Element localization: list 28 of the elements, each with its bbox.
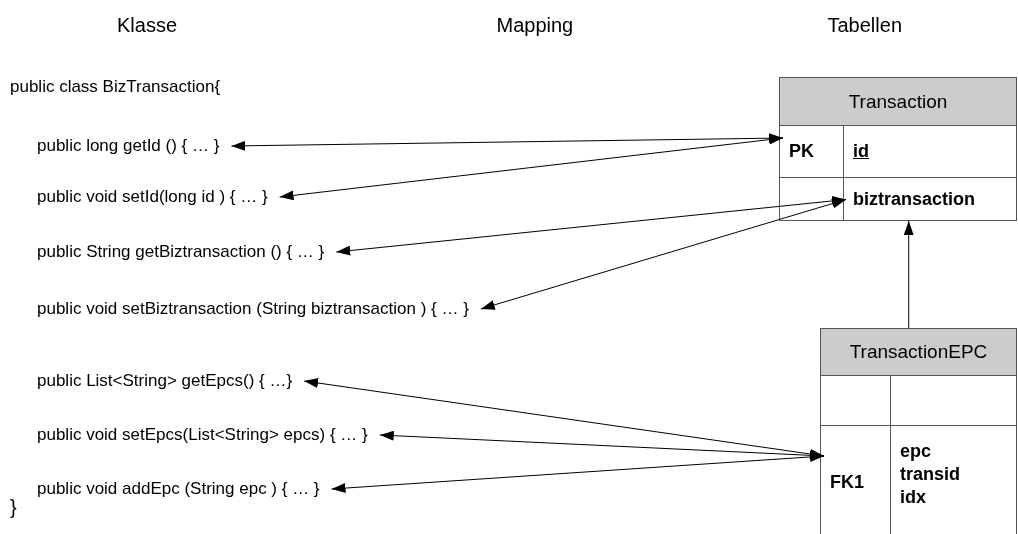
arrow <box>903 220 914 329</box>
double-arrow <box>230 133 784 151</box>
column-heading: Tabellen <box>827 14 902 37</box>
double-arrow <box>331 451 825 494</box>
table-box <box>779 77 1017 221</box>
column-heading: Klasse <box>117 14 178 37</box>
method-signature: public void setEpcs(List<String> epcs) { … } <box>37 425 368 445</box>
method-signature: public void setId(long id ) { … } <box>37 187 268 207</box>
table-header: Transaction <box>780 78 1016 126</box>
key-label: PK <box>789 141 814 162</box>
column-name: id <box>853 141 869 162</box>
method-signature: public void addEpc (String epc ) { … } <box>37 479 320 499</box>
class-declaration: public class BizTransaction{ <box>10 77 221 97</box>
column-name: biztransaction <box>853 189 976 210</box>
method-signature: public void setBiztransaction (String biztransaction ) { … } <box>37 299 469 319</box>
table-header: TransactionEPC <box>821 329 1016 376</box>
double-arrow <box>279 134 784 201</box>
column-heading: Mapping <box>496 14 574 37</box>
method-signature: public List<String> getEpcs() { …} <box>37 371 293 391</box>
method-signature: public String getBiztransaction () { … } <box>37 242 325 262</box>
table-row <box>821 376 1016 426</box>
method-signature: public long getId () { … } <box>37 136 220 156</box>
table-box <box>820 328 1017 534</box>
key-label: FK1 <box>830 472 864 493</box>
double-arrow <box>480 197 847 311</box>
column-name: epc transid idx <box>900 440 961 509</box>
closing-brace: } <box>10 496 17 519</box>
table-row <box>780 126 1016 178</box>
